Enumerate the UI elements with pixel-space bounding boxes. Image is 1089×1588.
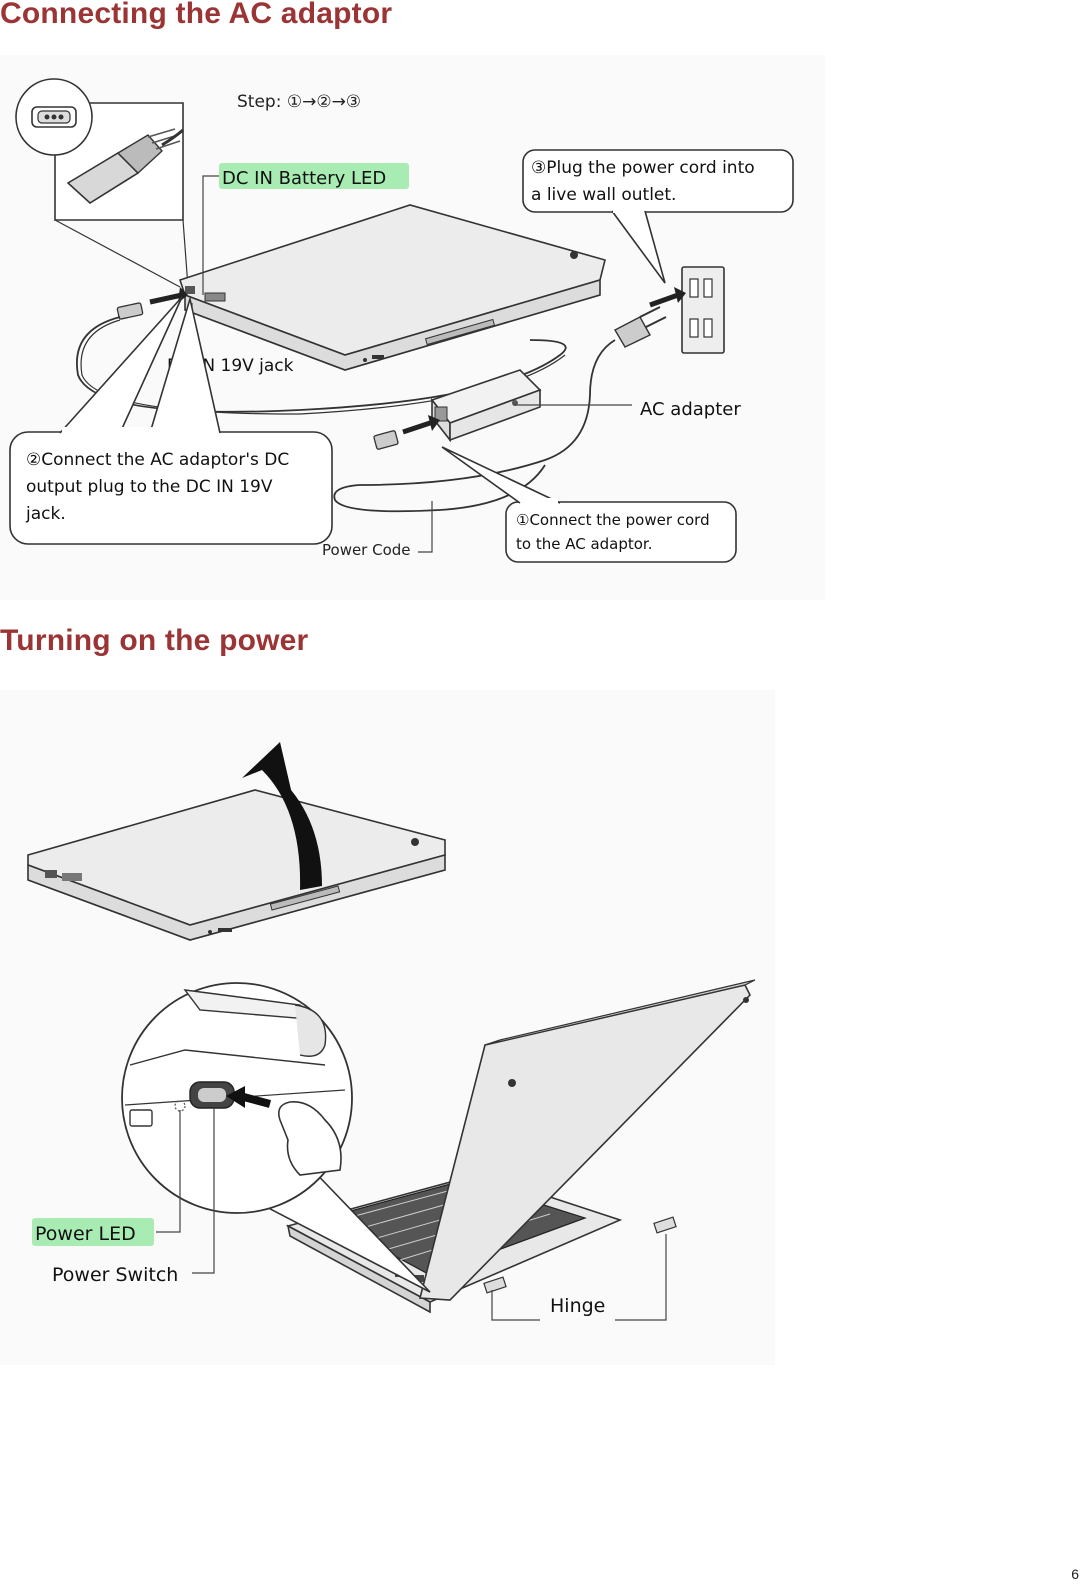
lift-lid-arrow (242, 742, 322, 890)
power-switch-label: Power Switch (52, 1264, 178, 1286)
ac-power-plug (333, 306, 667, 513)
ac-adaptor-connection-figure: Step: ①→②→③ DC IN Battery LED DC IN 19V … (0, 55, 825, 600)
callout-step-3: ③Plug the power cord into a live wall ou… (522, 149, 794, 284)
callout-step-1-line-1: ①Connect the power cord (516, 511, 710, 529)
callout-step-2: ②Connect the AC adaptor's DC output plug… (9, 295, 333, 545)
open-lid-figure (0, 690, 775, 970)
section-heading-connecting-ac-adaptor: Connecting the AC adaptor (0, 0, 393, 30)
step-label: Step: ①→②→③ (237, 92, 361, 112)
wall-outlet (681, 266, 725, 354)
power-led-label: Power LED (35, 1223, 136, 1245)
callout-step-3-line-2: a live wall outlet. (531, 185, 676, 205)
callout-step-2-line-2: output plug to the DC IN 19V (26, 477, 273, 497)
callout-step-3-line-1: ③Plug the power cord into (531, 158, 755, 178)
laptop-closed-illustration (178, 204, 606, 371)
dc-in-battery-led-label: DC IN Battery LED (222, 168, 386, 189)
hinge-label: Hinge (550, 1295, 605, 1317)
ac-adapter-label: AC adapter (640, 399, 741, 420)
callout-step-1-line-2: to the AC adaptor. (516, 535, 653, 553)
power-code-label: Power Code (322, 541, 411, 559)
laptop-open-illustration (285, 979, 756, 1314)
page-number: 6 (1071, 1566, 1079, 1582)
power-switch-magnifier (121, 982, 431, 1293)
callout-step-1: ①Connect the power cord to the AC adapto… (441, 446, 737, 563)
ac-adapter-brick (430, 369, 542, 443)
laptop-closed-illustration (27, 789, 446, 941)
callout-step-2-line-3: jack. (25, 504, 66, 524)
dc-plug-magnifier (15, 78, 189, 288)
callout-step-2-line-1: ②Connect the AC adaptor's DC (26, 450, 289, 470)
power-switch-figure: Power LED Power Switch Hinge (0, 970, 775, 1365)
section-heading-turning-on-power: Turning on the power (0, 624, 309, 657)
